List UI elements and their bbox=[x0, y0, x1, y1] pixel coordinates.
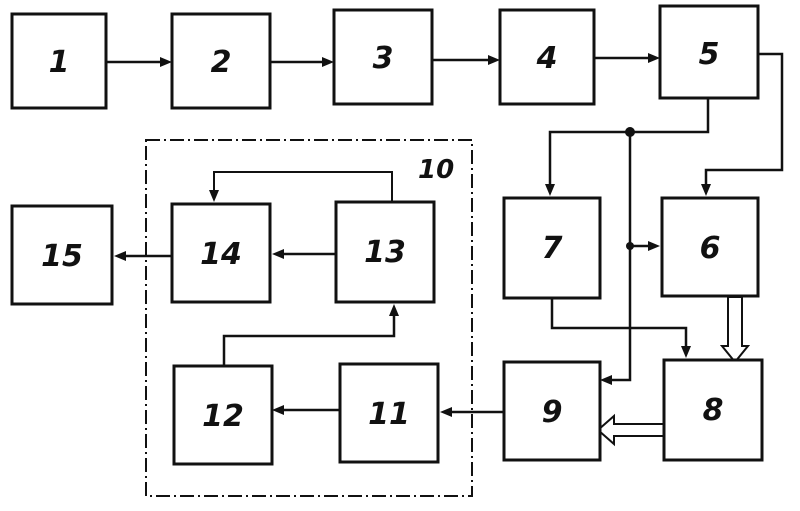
block-12-label: 12 bbox=[202, 399, 244, 434]
link-7-8 bbox=[552, 298, 686, 350]
block-13-label: 13 bbox=[364, 235, 406, 270]
block-14-label: 14 bbox=[200, 237, 242, 272]
arrow-11-12 bbox=[272, 405, 284, 415]
link-bus-9 bbox=[608, 132, 630, 380]
arrow-3-4 bbox=[488, 55, 500, 65]
block-4-label: 4 bbox=[536, 41, 558, 76]
block-3-label: 3 bbox=[373, 41, 394, 76]
block-2-label: 2 bbox=[211, 45, 232, 80]
arrow-4-5 bbox=[648, 53, 660, 63]
block-15-label: 15 bbox=[41, 239, 83, 274]
block-7-label: 7 bbox=[542, 231, 563, 266]
link-13-14-top bbox=[214, 172, 392, 202]
arrow-13-14-top bbox=[209, 190, 219, 202]
arrow-7-8 bbox=[681, 346, 691, 358]
link-12-13 bbox=[224, 314, 394, 366]
arrow-5-7 bbox=[545, 184, 555, 196]
arrow-14-15 bbox=[114, 251, 126, 261]
arrow-2-3 bbox=[322, 57, 334, 67]
arrow-5-6 bbox=[701, 184, 711, 196]
arrow-bus-6 bbox=[648, 241, 660, 251]
bus-arrow-8-9 bbox=[598, 416, 664, 444]
block-5-label: 5 bbox=[699, 37, 720, 72]
block-11-label: 11 bbox=[368, 397, 410, 432]
group-10-label: 10 bbox=[418, 155, 454, 185]
block-8-label: 8 bbox=[703, 393, 724, 428]
arrow-13-14 bbox=[272, 249, 284, 259]
arrow-bus-9 bbox=[600, 375, 612, 385]
block-1-label: 1 bbox=[49, 45, 70, 80]
block-6-label: 6 bbox=[700, 231, 721, 266]
arrow-12-13 bbox=[389, 304, 399, 316]
arrow-9-11 bbox=[440, 407, 452, 417]
block-9-label: 9 bbox=[542, 395, 563, 430]
arrow-1-2 bbox=[160, 57, 172, 67]
bus-arrow-6-8 bbox=[722, 297, 748, 362]
